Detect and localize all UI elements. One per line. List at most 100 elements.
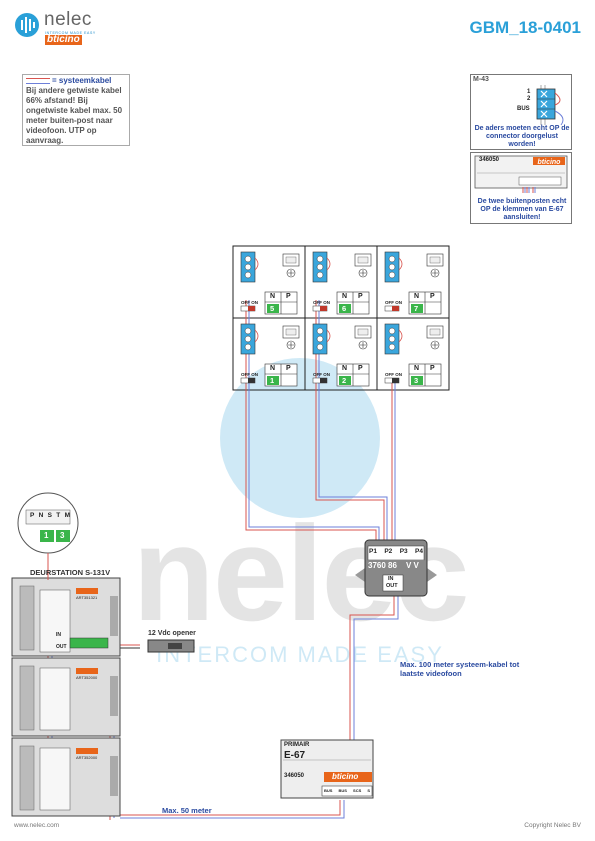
videophone-n: N	[270, 365, 276, 372]
videophone-index: 3	[414, 376, 419, 385]
terminal-s: S	[47, 512, 52, 519]
videophone-n: N	[342, 293, 348, 300]
distributor-port-2: P2	[384, 548, 393, 555]
m43-terminal-2: 2	[527, 96, 531, 102]
door-opener	[147, 639, 195, 653]
m43-note: M-43 1 2 BUS De aders moeten echt OP de …	[470, 74, 572, 150]
door-station-title: DEURSTATION S-131V	[30, 568, 111, 577]
videophone-n: N	[270, 293, 276, 300]
power-supply	[280, 739, 374, 799]
footer-copyright: Copyright Nelec BV	[524, 822, 581, 829]
footer-website: www.nelec.com	[14, 822, 60, 829]
nelec-logo: nelec INTERCOM MADE EASY bticino	[14, 9, 124, 45]
videophone-n: N	[414, 293, 420, 300]
opener-label: 12 Vdc opener	[148, 630, 196, 637]
m43-terminal-bus: BUS	[517, 106, 530, 112]
videophone-p: P	[286, 293, 291, 300]
videophone-icon	[384, 251, 444, 315]
m43-connector	[536, 85, 564, 126]
m43-terminal-1: 1	[527, 89, 531, 95]
videophone-1: OFF ON N P 1	[233, 318, 305, 390]
door-out-label: OUT	[56, 644, 67, 650]
videophone-n: N	[342, 365, 348, 372]
videophone-index: 5	[270, 304, 275, 313]
distributor-port-3: P3	[399, 548, 408, 555]
videophone-switch: OFF ON	[313, 372, 330, 377]
videophone-switch: OFF ON	[241, 372, 258, 377]
psu-scs: SCS	[353, 788, 362, 793]
videophone-p: P	[430, 365, 435, 372]
e67-note: bticino 346050 De twee buitenposten echt…	[470, 152, 572, 224]
e67-note-model: 346050	[479, 157, 500, 163]
cable-legend-swatch	[26, 77, 50, 84]
brand-tagline: INTERCOM MADE EASY	[45, 31, 96, 35]
psu-bus-2: BUS	[338, 788, 347, 793]
videophone-p: P	[358, 365, 363, 372]
e67-detail: bticino	[474, 155, 568, 193]
document-id: GBM_18-0401	[469, 18, 581, 37]
m43-model: M-43	[473, 76, 489, 83]
psu-s: S	[367, 788, 370, 793]
door-module-code-2: ART352000	[76, 675, 98, 680]
videophone-5: OFF ON N P 5	[233, 246, 305, 318]
distributor	[355, 539, 437, 597]
videophone-6: OFF ON N P 6	[305, 246, 377, 318]
distributor-model: 3760 86	[368, 561, 397, 570]
cable-legend-title: = systeemkabel	[52, 76, 112, 85]
e67-note-text: De twee buitenposten echt OP de klemmen …	[477, 198, 567, 221]
m43-note-text: De aders moeten echt OP de connector doo…	[474, 125, 570, 148]
videophone-switch: OFF ON	[385, 372, 402, 377]
door-station	[11, 577, 121, 817]
videophone-2: OFF ON N P 2	[305, 318, 377, 390]
videophone-index: 7	[414, 304, 419, 313]
videophone-7: OFF ON N P 7	[377, 246, 449, 318]
cable-legend-text: Bij andere getwiste kabel 66% afstand! B…	[26, 86, 123, 145]
videophone-icon	[240, 251, 300, 315]
terminal-digit-1: 1	[44, 531, 49, 540]
brand-name: nelec	[44, 9, 92, 30]
distributor-in: IN	[388, 576, 394, 582]
door-in-label: IN	[56, 632, 61, 638]
psu-bus-1: BUS	[324, 788, 333, 793]
terminal-m: M	[64, 512, 70, 519]
videophone-n: N	[414, 365, 420, 372]
nelec-logo-icon	[15, 13, 39, 37]
door-module-code-3: ART352000	[76, 755, 98, 760]
svg-text:bticino: bticino	[538, 159, 562, 166]
psu-bus-labels: BUS BUS SCS S	[324, 788, 370, 793]
cable-legend: = systeemkabel Bij andere getwiste kabel…	[22, 74, 130, 146]
videophone-p: P	[358, 293, 363, 300]
psu-brand: bticino	[332, 772, 359, 781]
distributor-port-4: P4	[415, 548, 423, 555]
terminal-detail	[17, 492, 79, 580]
svg-text:INTERCOM MADE EASY: INTERCOM MADE EASY	[156, 642, 444, 667]
watermark: nelec INTERCOM MADE EASY	[132, 358, 470, 667]
distributor-ports: P1 P2 P3 P4	[369, 548, 423, 555]
psu-model: E-67	[284, 750, 306, 761]
videophone-icon	[312, 323, 372, 387]
videophone-p: P	[430, 293, 435, 300]
videophone-icon	[312, 251, 372, 315]
terminal-n: N	[38, 512, 44, 519]
terminal-p: P	[30, 512, 35, 519]
distributor-out: OUT	[386, 583, 398, 589]
distributor-vv: V V	[406, 561, 419, 570]
videophone-index: 1	[270, 376, 275, 385]
terminal-digit-2: 3	[60, 531, 65, 540]
videophone-switch: OFF ON	[385, 300, 402, 305]
videophone-icon	[240, 323, 300, 387]
max-50-note: Max. 50 meter	[162, 806, 212, 815]
terminal-t: T	[56, 512, 61, 519]
terminal-labels: P N S T M	[30, 512, 70, 519]
videophone-switch: OFF ON	[313, 300, 330, 305]
videophone-index: 2	[342, 376, 347, 385]
videophone-p: P	[286, 365, 291, 372]
psu-code: 346050	[284, 773, 305, 779]
videophone-switch: OFF ON	[241, 300, 258, 305]
partner-logo: bticino	[45, 34, 82, 45]
distributor-port-1: P1	[369, 548, 377, 555]
psu-primair: PRIMAIR	[284, 742, 310, 748]
videophone-index: 6	[342, 304, 347, 313]
max-100-note: Max. 100 meter systeem-kabel tot laatste…	[400, 660, 520, 678]
